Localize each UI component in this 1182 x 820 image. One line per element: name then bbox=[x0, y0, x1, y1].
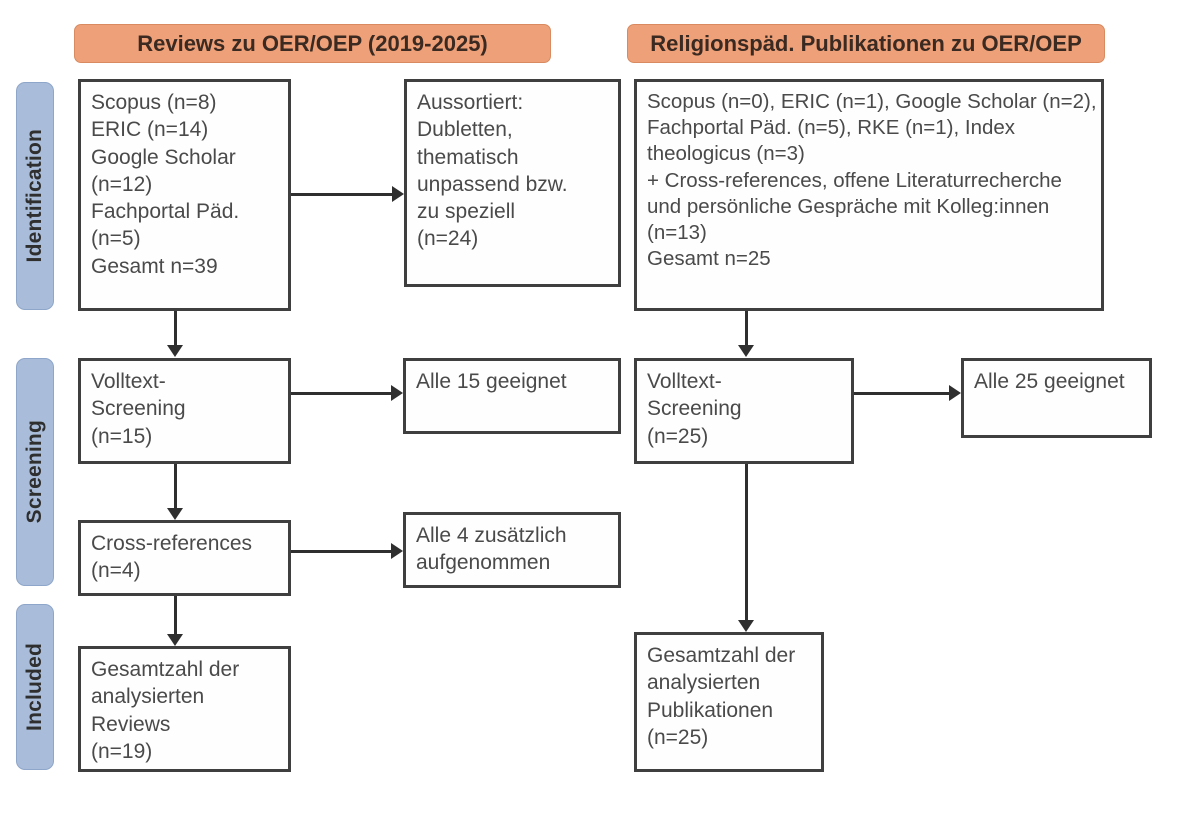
connector-left-fulltext-to-crossrefs bbox=[174, 464, 177, 512]
box-line: zu speziell bbox=[417, 200, 516, 224]
connector-right-sources-to-fulltext bbox=[745, 311, 748, 347]
box-line: analysierten bbox=[647, 671, 761, 695]
stage-label-identification-text: Identification bbox=[23, 129, 46, 263]
arrowhead-left-crossrefs-to-result bbox=[391, 543, 403, 559]
box-line: (n=12) bbox=[91, 172, 153, 196]
connector-right-fulltext-to-result bbox=[854, 392, 949, 395]
box-line: (n=13) bbox=[647, 221, 707, 245]
connector-left-crossrefs-to-included bbox=[174, 596, 177, 638]
box-line: Fachportal Päd. (n=5), RKE (n=1), Index bbox=[647, 116, 1016, 140]
box-line: Screening bbox=[647, 397, 742, 421]
box-line: theologicus (n=3) bbox=[647, 142, 805, 166]
box-line: ERIC (n=14) bbox=[91, 118, 209, 142]
arrowhead-left-fulltext-to-crossrefs bbox=[167, 508, 183, 520]
box-line: Dubletten, bbox=[417, 118, 513, 142]
box-line: unpassend bzw. bbox=[417, 172, 568, 196]
box-line: Cross-references bbox=[91, 532, 253, 555]
box-left-included: Gesamtzahl der analysierten Reviews (n=1… bbox=[78, 646, 291, 772]
box-line: (n=5) bbox=[91, 227, 141, 251]
box-line: Volltext- bbox=[91, 370, 166, 393]
arrowhead-left-crossrefs-to-included bbox=[167, 634, 183, 646]
box-line: (n=24) bbox=[417, 227, 479, 251]
box-left-crossreferences: Cross-references (n=4) bbox=[78, 520, 291, 596]
arrowhead-left-fulltext-to-result bbox=[391, 385, 403, 401]
box-left-crossreferences-result: Alle 4 zusätzlich aufgenommen bbox=[403, 512, 621, 588]
connector-right-fulltext-to-included bbox=[745, 464, 748, 624]
column-header-left: Reviews zu OER/OEP (2019-2025) bbox=[74, 24, 551, 63]
box-line: Gesamtzahl der bbox=[647, 644, 796, 667]
box-line: Google Scholar bbox=[91, 145, 236, 169]
box-left-fulltext-result: Alle 15 geeignet bbox=[403, 358, 621, 434]
stage-label-screening: Screening bbox=[16, 358, 54, 586]
connector-left-sources-to-fulltext bbox=[174, 311, 177, 347]
arrowhead-right-fulltext-to-result bbox=[949, 385, 961, 401]
box-line: (n=4) bbox=[91, 559, 141, 583]
stage-label-identification: Identification bbox=[16, 82, 54, 310]
box-right-included: Gesamtzahl der analysierten Publikatione… bbox=[634, 632, 824, 772]
box-line: Screening bbox=[91, 397, 186, 421]
box-right-fulltext-result: Alle 25 geeignet bbox=[961, 358, 1152, 438]
box-line: thematisch bbox=[417, 145, 519, 169]
column-header-right: Religionspäd. Publikationen zu OER/OEP bbox=[627, 24, 1105, 63]
stage-label-included: Included bbox=[16, 604, 54, 770]
box-line: + Cross-references, offene Literaturrech… bbox=[647, 168, 1062, 192]
connector-left-crossrefs-to-result bbox=[291, 550, 391, 553]
arrowhead-left-sources-to-fulltext bbox=[167, 345, 183, 357]
stage-label-included-text: Included bbox=[23, 643, 46, 731]
box-line: Gesamtzahl der bbox=[91, 658, 240, 681]
box-line: Fachportal Päd. bbox=[91, 200, 240, 224]
box-line: Scopus (n=8) bbox=[91, 91, 217, 114]
box-right-fulltext-screening: Volltext- Screening (n=25) bbox=[634, 358, 854, 464]
box-line: und persönliche Gespräche mit Kolleg:inn… bbox=[647, 194, 1050, 218]
box-line: Scopus (n=0), ERIC (n=1), Google Scholar… bbox=[647, 90, 1097, 113]
box-line: Alle 25 geeignet bbox=[974, 370, 1125, 393]
box-line: (n=25) bbox=[647, 424, 709, 448]
stage-label-screening-text: Screening bbox=[23, 420, 46, 524]
arrowhead-left-sources-to-excluded bbox=[392, 186, 404, 202]
box-line: Gesamt n=25 bbox=[647, 247, 771, 271]
box-left-excluded: Aussortiert: Dubletten, thematisch unpas… bbox=[404, 79, 621, 287]
box-line: (n=25) bbox=[647, 725, 709, 749]
box-line: Publikationen bbox=[647, 698, 774, 722]
box-left-fulltext-screening: Volltext- Screening (n=15) bbox=[78, 358, 291, 464]
box-right-sources: Scopus (n=0), ERIC (n=1), Google Scholar… bbox=[634, 79, 1104, 311]
box-line: analysierten bbox=[91, 685, 205, 709]
box-line: Alle 15 geeignet bbox=[416, 370, 567, 393]
box-line: Volltext- bbox=[647, 370, 722, 393]
box-line: Aussortiert: bbox=[417, 91, 524, 114]
box-line: Alle 4 zusätzlich bbox=[416, 524, 567, 547]
box-line: aufgenommen bbox=[416, 551, 551, 575]
box-line: (n=19) bbox=[91, 739, 153, 763]
box-line: (n=15) bbox=[91, 424, 153, 448]
connector-left-fulltext-to-result bbox=[291, 392, 391, 395]
arrowhead-right-sources-to-fulltext bbox=[738, 345, 754, 357]
connector-left-sources-to-excluded bbox=[291, 193, 392, 196]
arrowhead-right-fulltext-to-included bbox=[738, 620, 754, 632]
box-left-sources: Scopus (n=8) ERIC (n=14) Google Scholar … bbox=[78, 79, 291, 311]
box-line: Gesamt n=39 bbox=[91, 254, 218, 278]
box-line: Reviews bbox=[91, 712, 171, 736]
